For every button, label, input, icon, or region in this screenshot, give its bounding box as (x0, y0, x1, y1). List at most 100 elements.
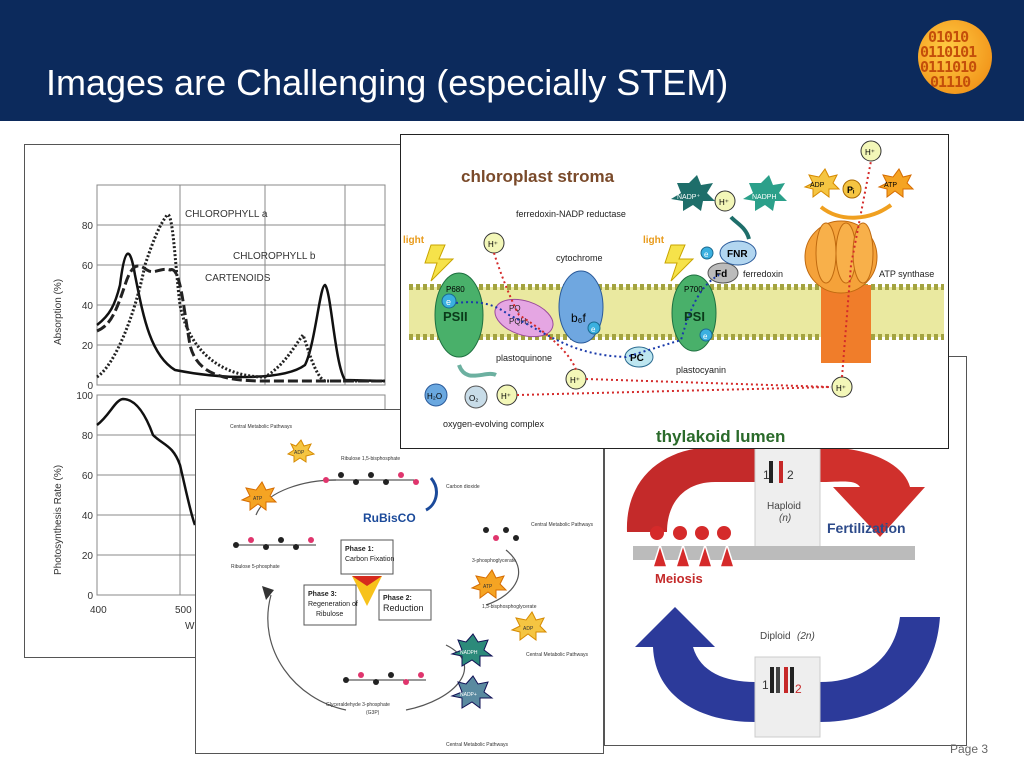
company-logo: 01010 0110101 0111010 01110 (918, 20, 992, 94)
phosphoglycerate-label: 3-phosphoglycerate (472, 558, 516, 564)
h-plus-label: H⁺ (570, 376, 580, 385)
oec-label: oxygen-evolving complex (443, 419, 545, 429)
central-pathways-label-2: Central Metabolic Pathways (531, 522, 593, 528)
p680-label: P680 (446, 285, 465, 294)
fnr-label: FNR (727, 249, 748, 260)
atp-label-2: ATP (483, 584, 493, 590)
electron-label: e (446, 297, 451, 307)
atp-star-icon-2 (470, 569, 508, 599)
nadp-star-icon (450, 675, 494, 709)
nadp-plus-label: NADP⁺ (677, 194, 700, 201)
molecule-g3p (343, 672, 426, 685)
g3p-abbr-label: (G3P) (366, 710, 380, 716)
electron-icon (587, 321, 601, 335)
logo-binary-row: 0111010 (920, 58, 977, 76)
chlorophyll-b-curve (96, 213, 385, 383)
phase3-desc-1: Regeneration of (308, 601, 358, 608)
central-pathways-label-3: Central Metabolic Pathways (526, 652, 588, 658)
nadph-star-icon (450, 633, 494, 667)
rubisco-label: RuBisCO (363, 511, 416, 525)
phase1-desc: Carbon Fixation (345, 556, 395, 563)
lumen-label: thylakoid lumen (656, 427, 785, 446)
h-plus-label: H⁺ (488, 240, 498, 249)
phase1-box (340, 539, 394, 575)
membrane-band (633, 546, 915, 560)
adp-star-icon-2 (510, 611, 548, 641)
lightning-icon (664, 244, 695, 282)
y-tick: 80 (82, 221, 94, 232)
central-pathways-label-4: Central Metabolic Pathways (446, 742, 508, 748)
pq-label: PQ (509, 304, 521, 313)
proton-path (516, 386, 832, 396)
nadph-label: NADPH (460, 650, 478, 656)
slide-title: Images are Challenging (especially STEM) (46, 62, 729, 103)
electron-path (455, 274, 720, 359)
fd-label: Fd (715, 269, 727, 280)
molecule-ribulose-5-phosphate (233, 537, 316, 550)
h-plus-label: H⁺ (719, 198, 729, 207)
y-tick: 0 (87, 381, 93, 392)
carotenoids-curve (96, 264, 385, 383)
light-reactions-figure: chloroplast stroma thylakoid lumen ATP s… (400, 134, 949, 449)
psi-label: PSI (684, 309, 705, 324)
y-axis-label-absorption: Absorption (%) (53, 279, 64, 345)
o2-label: O₂ (469, 394, 478, 403)
proton-path (585, 378, 832, 388)
carbon-dioxide-label: Carbon dioxide (446, 484, 480, 490)
fertilization-label: Fertilization (827, 520, 906, 536)
nadp-star-icon (671, 175, 715, 211)
phase3-title: Phase 3: (308, 591, 337, 598)
b6f-label: b₆f (571, 311, 587, 325)
fertilization-arrow (626, 447, 755, 532)
plastocyanin-label: plastocyanin (676, 365, 726, 375)
atp-synthase-stalk (821, 285, 871, 363)
molecule-ribulose-bisphosphate (323, 472, 419, 485)
chlorophyll-a-label: CHLOROPHYLL a (185, 209, 268, 220)
nadp-label: NADP+ (460, 692, 477, 698)
atp-label: ATP (253, 496, 263, 502)
x-tick: 500 (175, 605, 192, 616)
phase2-box (378, 589, 432, 621)
phase3-desc-2: Ribulose (316, 611, 343, 618)
y-tick: 60 (82, 471, 94, 482)
phase2-title: Phase 2: (383, 595, 412, 602)
fnr-enzyme (719, 240, 757, 266)
atp-synthase-label: ATP synthase (879, 269, 934, 279)
plastoquinone-pool (494, 298, 554, 338)
pc-label: PC (630, 353, 644, 364)
haploid-label: Haploid (767, 501, 801, 512)
chlorophyll-a-curve (96, 252, 386, 383)
chlorophyll-b-label: CHLOROPHYLL b (233, 251, 316, 262)
h2o-label: H₂O (427, 392, 442, 401)
logo-binary-row: 01110 (930, 73, 971, 91)
electron-icon (700, 246, 714, 260)
cytochrome-label: cytochrome (556, 253, 603, 263)
y-tick: 60 (82, 261, 94, 272)
y-tick: 80 (82, 431, 94, 442)
pi-label: Pᵢ (847, 185, 855, 195)
electron-icon (441, 293, 457, 309)
light-label-2: light (643, 235, 665, 246)
adp-label-2: ADP (523, 626, 534, 632)
y-tick: 20 (82, 551, 94, 562)
h-plus-label: H⁺ (836, 384, 846, 393)
calvin-cycle-svg: ADP ATP ATP ADP NADPH NADP+ RuBisCO Phas… (230, 424, 593, 748)
cycle-arrow (485, 549, 519, 606)
phase-triangle-icon (352, 576, 382, 606)
diploid-count-2: 2 (795, 682, 802, 696)
haploid-count-2: 2 (787, 468, 794, 482)
stroma-label: chloroplast stroma (461, 167, 615, 186)
haploid-n: (n) (779, 513, 791, 524)
electron-icon (699, 328, 713, 342)
x-tick: 400 (90, 605, 107, 616)
y-tick: 40 (82, 301, 94, 312)
y-axis-label-photosynthesis: Photosynthesis Rate (%) (53, 465, 64, 575)
pi-bubble (842, 179, 862, 199)
h-plus-bubble (860, 140, 882, 162)
diploid-label: Diploid (760, 631, 791, 642)
atp-label: ATP (884, 182, 897, 189)
logo-binary-row: 01010 (928, 28, 969, 46)
y-tick: 40 (82, 511, 94, 522)
page-number: Page 3 (950, 742, 989, 756)
lightning-icon (424, 244, 455, 282)
